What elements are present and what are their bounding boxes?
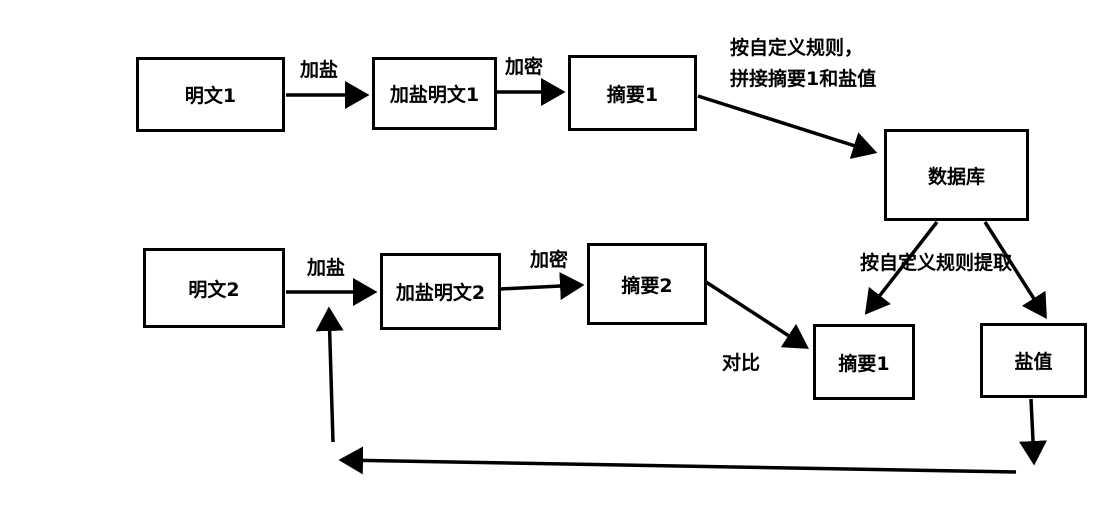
arrow-salt-down <box>1019 398 1047 466</box>
arrow-salted2-to-digest2 <box>499 272 585 301</box>
node-database: 数据库 <box>884 129 1029 221</box>
node-plain2-label: 明文2 <box>188 278 240 301</box>
node-digest1-extracted-label: 摘要1 <box>838 352 890 375</box>
arrow-bottom-return <box>338 446 1017 475</box>
label-encrypt-bottom: 加密 <box>530 249 569 271</box>
node-digest1-label: 摘要1 <box>606 83 659 106</box>
label-salt-top: 加盐 <box>300 59 339 81</box>
node-digest2: 摘要2 <box>587 243 707 325</box>
node-salted2-label: 加盐明文2 <box>395 282 486 304</box>
label-extract: 按自定义规则提取 <box>860 252 1013 274</box>
node-database-label: 数据库 <box>927 165 985 188</box>
label-concat-line2: 拼接摘要1和盐值 <box>730 68 877 90</box>
arrow-digest1-to-database <box>697 94 878 159</box>
node-plain1-label: 明文1 <box>184 85 237 107</box>
node-digest1: 摘要1 <box>568 55 697 131</box>
node-salted1: 加盐明文1 <box>372 57 497 130</box>
node-salt-value: 盐值 <box>980 323 1087 398</box>
label-encrypt-top: 加密 <box>505 56 544 78</box>
node-digest2-label: 摘要2 <box>621 274 673 297</box>
node-salted1-label: 加盐明文1 <box>389 84 480 106</box>
arrow-return-up <box>315 306 344 443</box>
label-concat-line1: 按自定义规则， <box>730 37 864 59</box>
arrow-database-to-digest1 <box>864 220 939 315</box>
node-digest1-extracted: 摘要1 <box>813 324 915 400</box>
arrow-database-to-salt <box>983 221 1047 319</box>
node-plain2: 明文2 <box>143 248 285 328</box>
node-plain1: 明文1 <box>136 57 285 132</box>
label-salt-bottom: 加盐 <box>307 257 346 279</box>
node-salt-value-label: 盐值 <box>1014 351 1053 373</box>
label-compare: 对比 <box>722 352 761 374</box>
node-salted2: 加盐明文2 <box>380 253 501 330</box>
arrow-digest2-to-digest1-compare <box>705 280 809 349</box>
